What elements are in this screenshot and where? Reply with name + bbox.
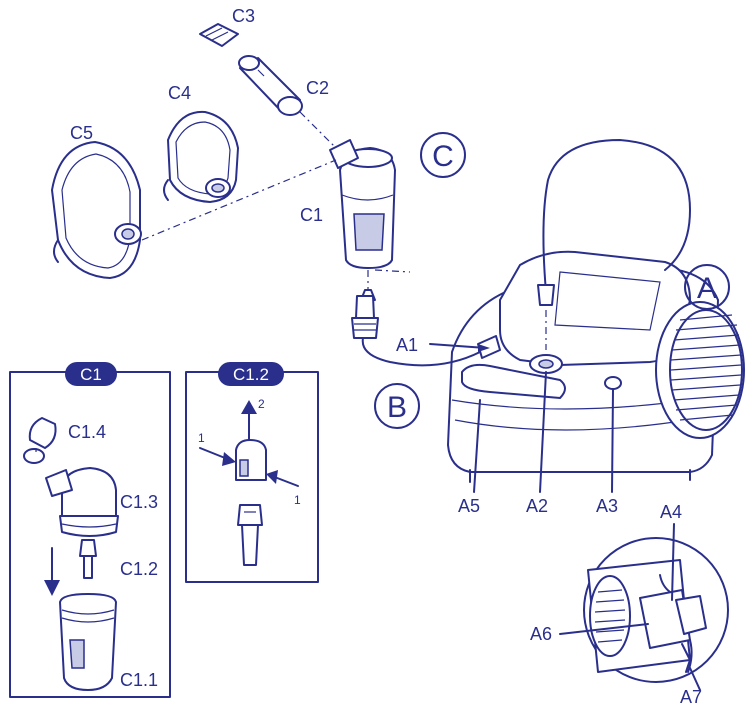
label-c1-1: C1.1 <box>120 670 158 690</box>
label-a6: A6 <box>530 624 552 644</box>
label-c1-4: C1.4 <box>68 422 106 442</box>
label-a3: A3 <box>596 496 618 516</box>
leader-lines <box>374 269 701 691</box>
group-letter-b: B <box>374 383 420 429</box>
label-c1: C1 <box>300 205 323 225</box>
label-a1: A1 <box>396 335 418 355</box>
label-c3: C3 <box>232 6 255 26</box>
nasal-piece <box>199 23 239 47</box>
c1-2-panel-tab <box>218 362 284 386</box>
side-detail-inset <box>583 537 729 683</box>
label-a2: A2 <box>526 496 548 516</box>
label-a7: A7 <box>680 687 702 706</box>
c1-2-panel-title: C1.2 <box>233 365 269 384</box>
arrow-number-1-right: 1 <box>294 493 301 507</box>
child-mask <box>163 110 239 203</box>
arrow-number-2: 2 <box>258 397 265 411</box>
air-tube <box>351 295 481 367</box>
label-a4: A4 <box>660 502 682 522</box>
mouthpiece <box>238 55 337 149</box>
adult-mask <box>51 141 337 279</box>
svg-text:A: A <box>697 272 717 305</box>
svg-text:C: C <box>432 140 454 173</box>
side-grille <box>655 301 745 439</box>
label-c1-3: C1.3 <box>120 492 158 512</box>
label-c4: C4 <box>168 83 191 103</box>
label-c5: C5 <box>70 123 93 143</box>
group-letter-a: A <box>684 264 730 310</box>
label-c2: C2 <box>306 78 329 98</box>
c1-detail-panel: C1 <box>9 362 171 698</box>
nebulizer-cup <box>329 139 396 301</box>
svg-text:B: B <box>387 391 407 424</box>
c1-panel-tab <box>65 362 117 386</box>
group-letter-c: C <box>420 132 466 178</box>
label-a5: A5 <box>458 496 480 516</box>
arrow-number-1-left: 1 <box>198 431 205 445</box>
c1-panel-title: C1 <box>80 365 102 384</box>
compressor-unit <box>447 139 745 483</box>
label-c1-2: C1.2 <box>120 559 158 579</box>
c1-2-detail-panel: C1.2 2 1 1 <box>185 362 319 583</box>
